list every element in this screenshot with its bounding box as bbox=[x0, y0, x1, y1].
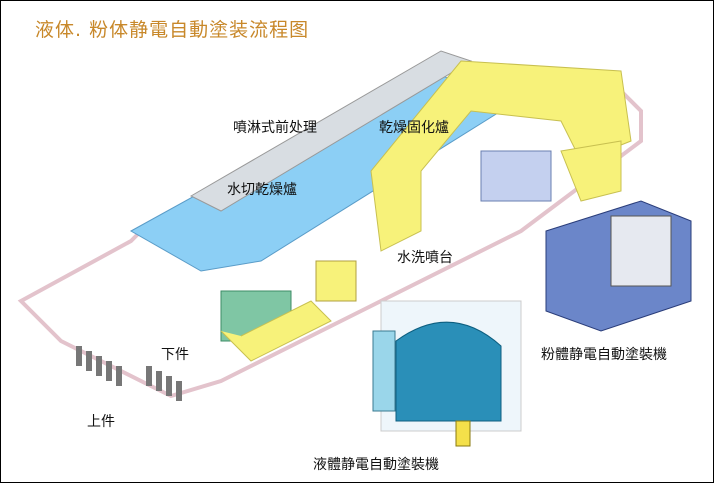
water-wash-booth bbox=[315, 260, 357, 302]
oven-return bbox=[560, 140, 622, 202]
pretreatment-roof bbox=[189, 50, 473, 212]
label-water-cut-drying-oven: 水切乾燥爐 bbox=[227, 182, 297, 198]
label-spray-pretreatment: 噴淋式前处理 bbox=[233, 120, 317, 136]
label-unloading: 下件 bbox=[161, 347, 189, 363]
label-drying-curing-oven: 乾燥固化爐 bbox=[379, 120, 449, 136]
control-cabinet bbox=[455, 420, 471, 447]
spray-booth bbox=[480, 150, 552, 202]
workpiece-hangers bbox=[76, 346, 182, 401]
label-water-wash-booth: 水洗噴台 bbox=[397, 250, 453, 266]
powder-booth-panel bbox=[610, 215, 672, 287]
curing-oven bbox=[370, 60, 632, 252]
page-title: 液体. 粉体静電自動塗装流程图 bbox=[35, 19, 310, 41]
label-powder-coating-machine: 粉體静電自動塗裝機 bbox=[541, 347, 667, 363]
label-liquid-coating-machine: 液體静電自動塗裝機 bbox=[313, 457, 439, 473]
liquid-tank bbox=[372, 330, 396, 412]
yellow-track-lower bbox=[220, 300, 332, 362]
label-loading: 上件 bbox=[87, 414, 115, 430]
liquid-booth bbox=[395, 321, 502, 422]
